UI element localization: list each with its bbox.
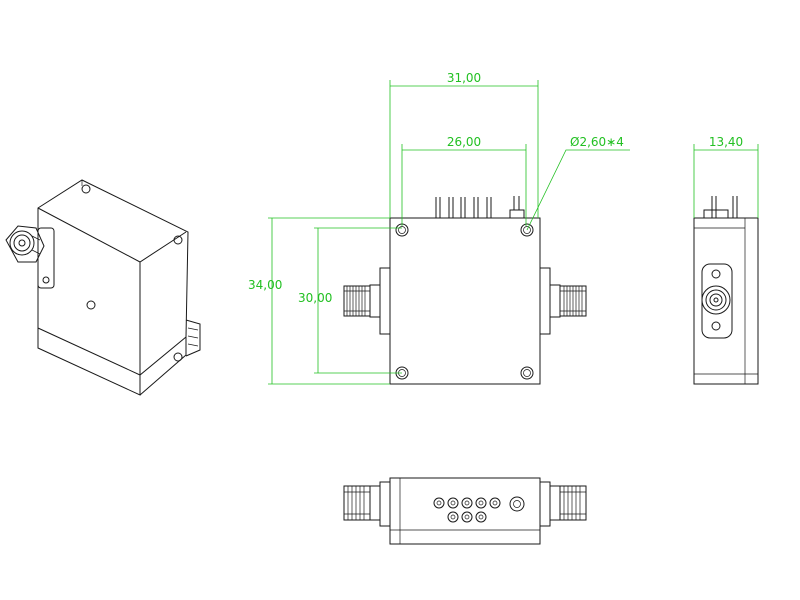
front-dimensions bbox=[268, 80, 630, 385]
iso-left-connector bbox=[5, 225, 55, 289]
front-pins bbox=[435, 196, 525, 219]
dim-depth: 13,40 bbox=[709, 135, 743, 149]
iso-mount-hole bbox=[173, 352, 183, 362]
dim-overall-height: 34,00 bbox=[248, 278, 282, 292]
dim-hole-spacing-y: 30,00 bbox=[298, 291, 332, 305]
iso-mount-hole bbox=[86, 300, 96, 310]
front-body bbox=[389, 217, 541, 385]
side-connector bbox=[701, 263, 733, 339]
bottom-right-connector bbox=[539, 481, 587, 527]
side-dimensions bbox=[693, 144, 759, 218]
iso-right-connector bbox=[185, 319, 201, 357]
front-mount-holes bbox=[395, 223, 534, 380]
dim-hole-spacing-x: 26,00 bbox=[447, 135, 481, 149]
isometric-view bbox=[5, 179, 201, 396]
bottom-view bbox=[343, 477, 587, 545]
front-left-connector bbox=[343, 267, 391, 335]
front-right-connector bbox=[539, 267, 587, 335]
front-view bbox=[268, 80, 630, 385]
dim-overall-width: 31,00 bbox=[447, 71, 481, 85]
dim-hole-spec: Ø2,60∗4 bbox=[570, 135, 624, 149]
iso-body-outline bbox=[37, 179, 189, 376]
iso-mount-hole bbox=[173, 235, 183, 245]
side-view bbox=[693, 144, 759, 385]
bottom-left-connector bbox=[343, 481, 391, 527]
iso-mount-hole bbox=[81, 184, 91, 194]
bottom-pin-holes bbox=[433, 496, 525, 523]
